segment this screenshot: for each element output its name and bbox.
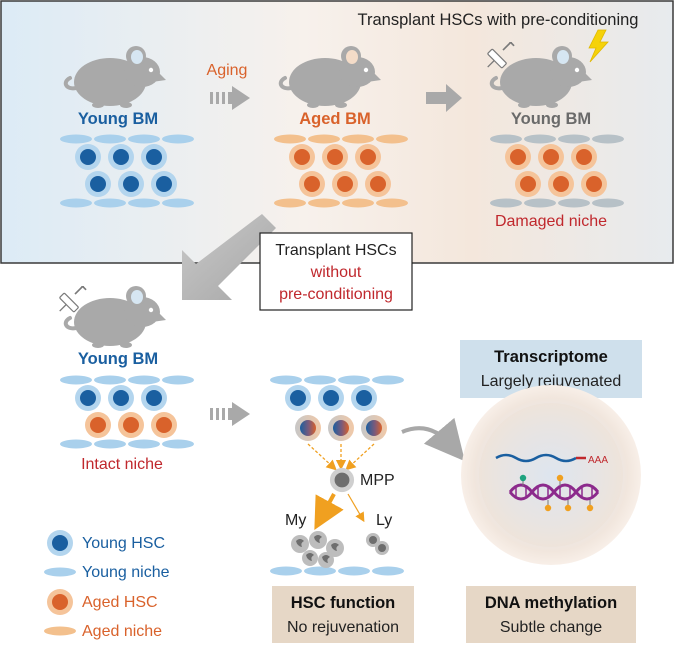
my-label: My [285,512,306,529]
mpp-label: MPP [360,472,395,489]
myeloid-cells [291,531,344,568]
methylation-marks [519,474,594,512]
recipient-cells [75,385,177,438]
convergence-arrows [307,443,375,471]
recipient-bm-label: Young BM [511,110,591,128]
ly-label: Ly [376,512,392,529]
transplant-box-line1: Transplant HSCs [275,242,396,259]
legend-aged-niche-icon [44,626,76,636]
young-bm-niche [60,134,194,208]
hsc-function-box: HSC function No rejuvenation [272,586,414,643]
transplant-box-line2: without [310,264,362,281]
top-panel-background [0,0,674,264]
legend-young-niche-label: Young niche [82,564,170,581]
damaged-niche [490,134,624,208]
differentiation-niche [270,375,404,576]
molecular-circle: AAA [461,385,641,565]
legend-young-niche-icon [44,567,76,577]
recipient-young-bm: Young BM Intact niche [58,284,194,473]
mpp-cell [329,467,355,493]
engrafted-cells [285,385,387,441]
legend-aged-hsc-label: Aged HSC [82,594,158,611]
young-bm-label: Young BM [78,110,158,128]
transplant-box: Transplant HSCs without pre-conditioning [259,232,413,311]
transplant-arrow [426,84,462,112]
differentiation-panel: MPP My Ly [270,375,404,576]
top-panel: Transplant HSCs with pre-conditioning Yo… [0,0,674,264]
mrna-strand [495,453,577,463]
progression-arrow [210,402,250,426]
aged-bm-label: Aged BM [299,110,371,128]
damaged-niche-label: Damaged niche [495,213,607,230]
legend: Young HSC Young niche Aged HSC Aged nich… [44,530,170,640]
polya-label: AAA [588,455,608,466]
myeloid-arrow [314,493,344,531]
dna-methylation-box: DNA methylation Subtle change [466,586,636,643]
legend-aged-hsc-icon [47,589,73,615]
transplant-without-preconditioning-arrow [182,214,276,300]
aging-arrow [210,86,250,110]
legend-young-hsc-label: Young HSC [82,535,165,552]
legend-young-hsc-icon [47,530,73,556]
dna-methylation-title: DNA methylation [485,594,617,612]
hsc-function-title: HSC function [291,594,396,612]
recipient-young-bm-label: Young BM [78,350,158,368]
lymphoid-cells [366,533,389,555]
top-panel-title: Transplant HSCs with pre-conditioning [358,11,639,29]
analysis-arrow [401,417,465,462]
hsc-function-value: No rejuvenation [287,619,399,636]
dna-helix [508,483,600,501]
aging-label: Aging [207,62,248,79]
recipient-young-mouse-icon [63,284,168,350]
transplant-box-line3: pre-conditioning [279,286,393,303]
intact-niche-label: Intact niche [81,456,163,473]
transcriptome-value: Largely rejuvenated [481,373,622,390]
dna-methylation-value: Subtle change [500,619,602,636]
aged-bm-niche [274,134,408,208]
lightning-icon [588,29,609,63]
intact-niche [60,375,194,449]
transcriptome-title: Transcriptome [494,348,608,366]
legend-aged-niche-label: Aged niche [82,623,162,640]
lymphoid-arrow [347,493,365,523]
